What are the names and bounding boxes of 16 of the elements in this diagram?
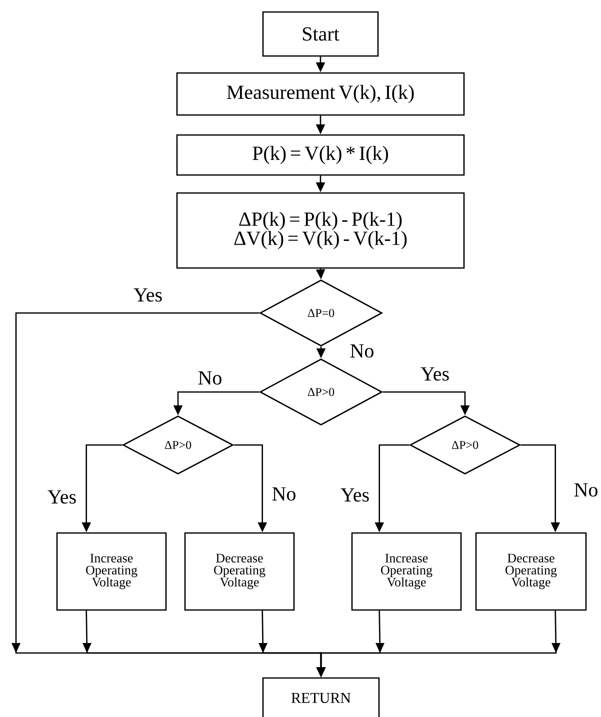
process-box: ΔP(k) = P(k) - P(k-1) ΔV(k) = V(k) - V(k-1) <box>176 192 465 269</box>
edge-label: No <box>270 486 298 502</box>
process-box: P(k) = V(k) * I(k) <box>176 134 465 176</box>
process-box: Decrease Operating Voltage <box>475 532 587 611</box>
process-box: Increase Operating Voltage <box>351 532 462 611</box>
end-box: RETURN <box>262 677 380 717</box>
start-box: Start <box>262 11 379 57</box>
edge-label: Yes <box>46 489 78 505</box>
edge-label: No <box>196 370 224 386</box>
edge-label: Yes <box>419 366 451 382</box>
edge-label: Yes <box>132 287 164 303</box>
process-box: Measurement V(k), I(k) <box>176 72 465 116</box>
edge-label: No <box>572 482 600 498</box>
edge-label: Yes <box>339 487 371 503</box>
process-box: Increase Operating Voltage <box>56 532 167 611</box>
process-box: Decrease Operating Voltage <box>184 532 295 611</box>
